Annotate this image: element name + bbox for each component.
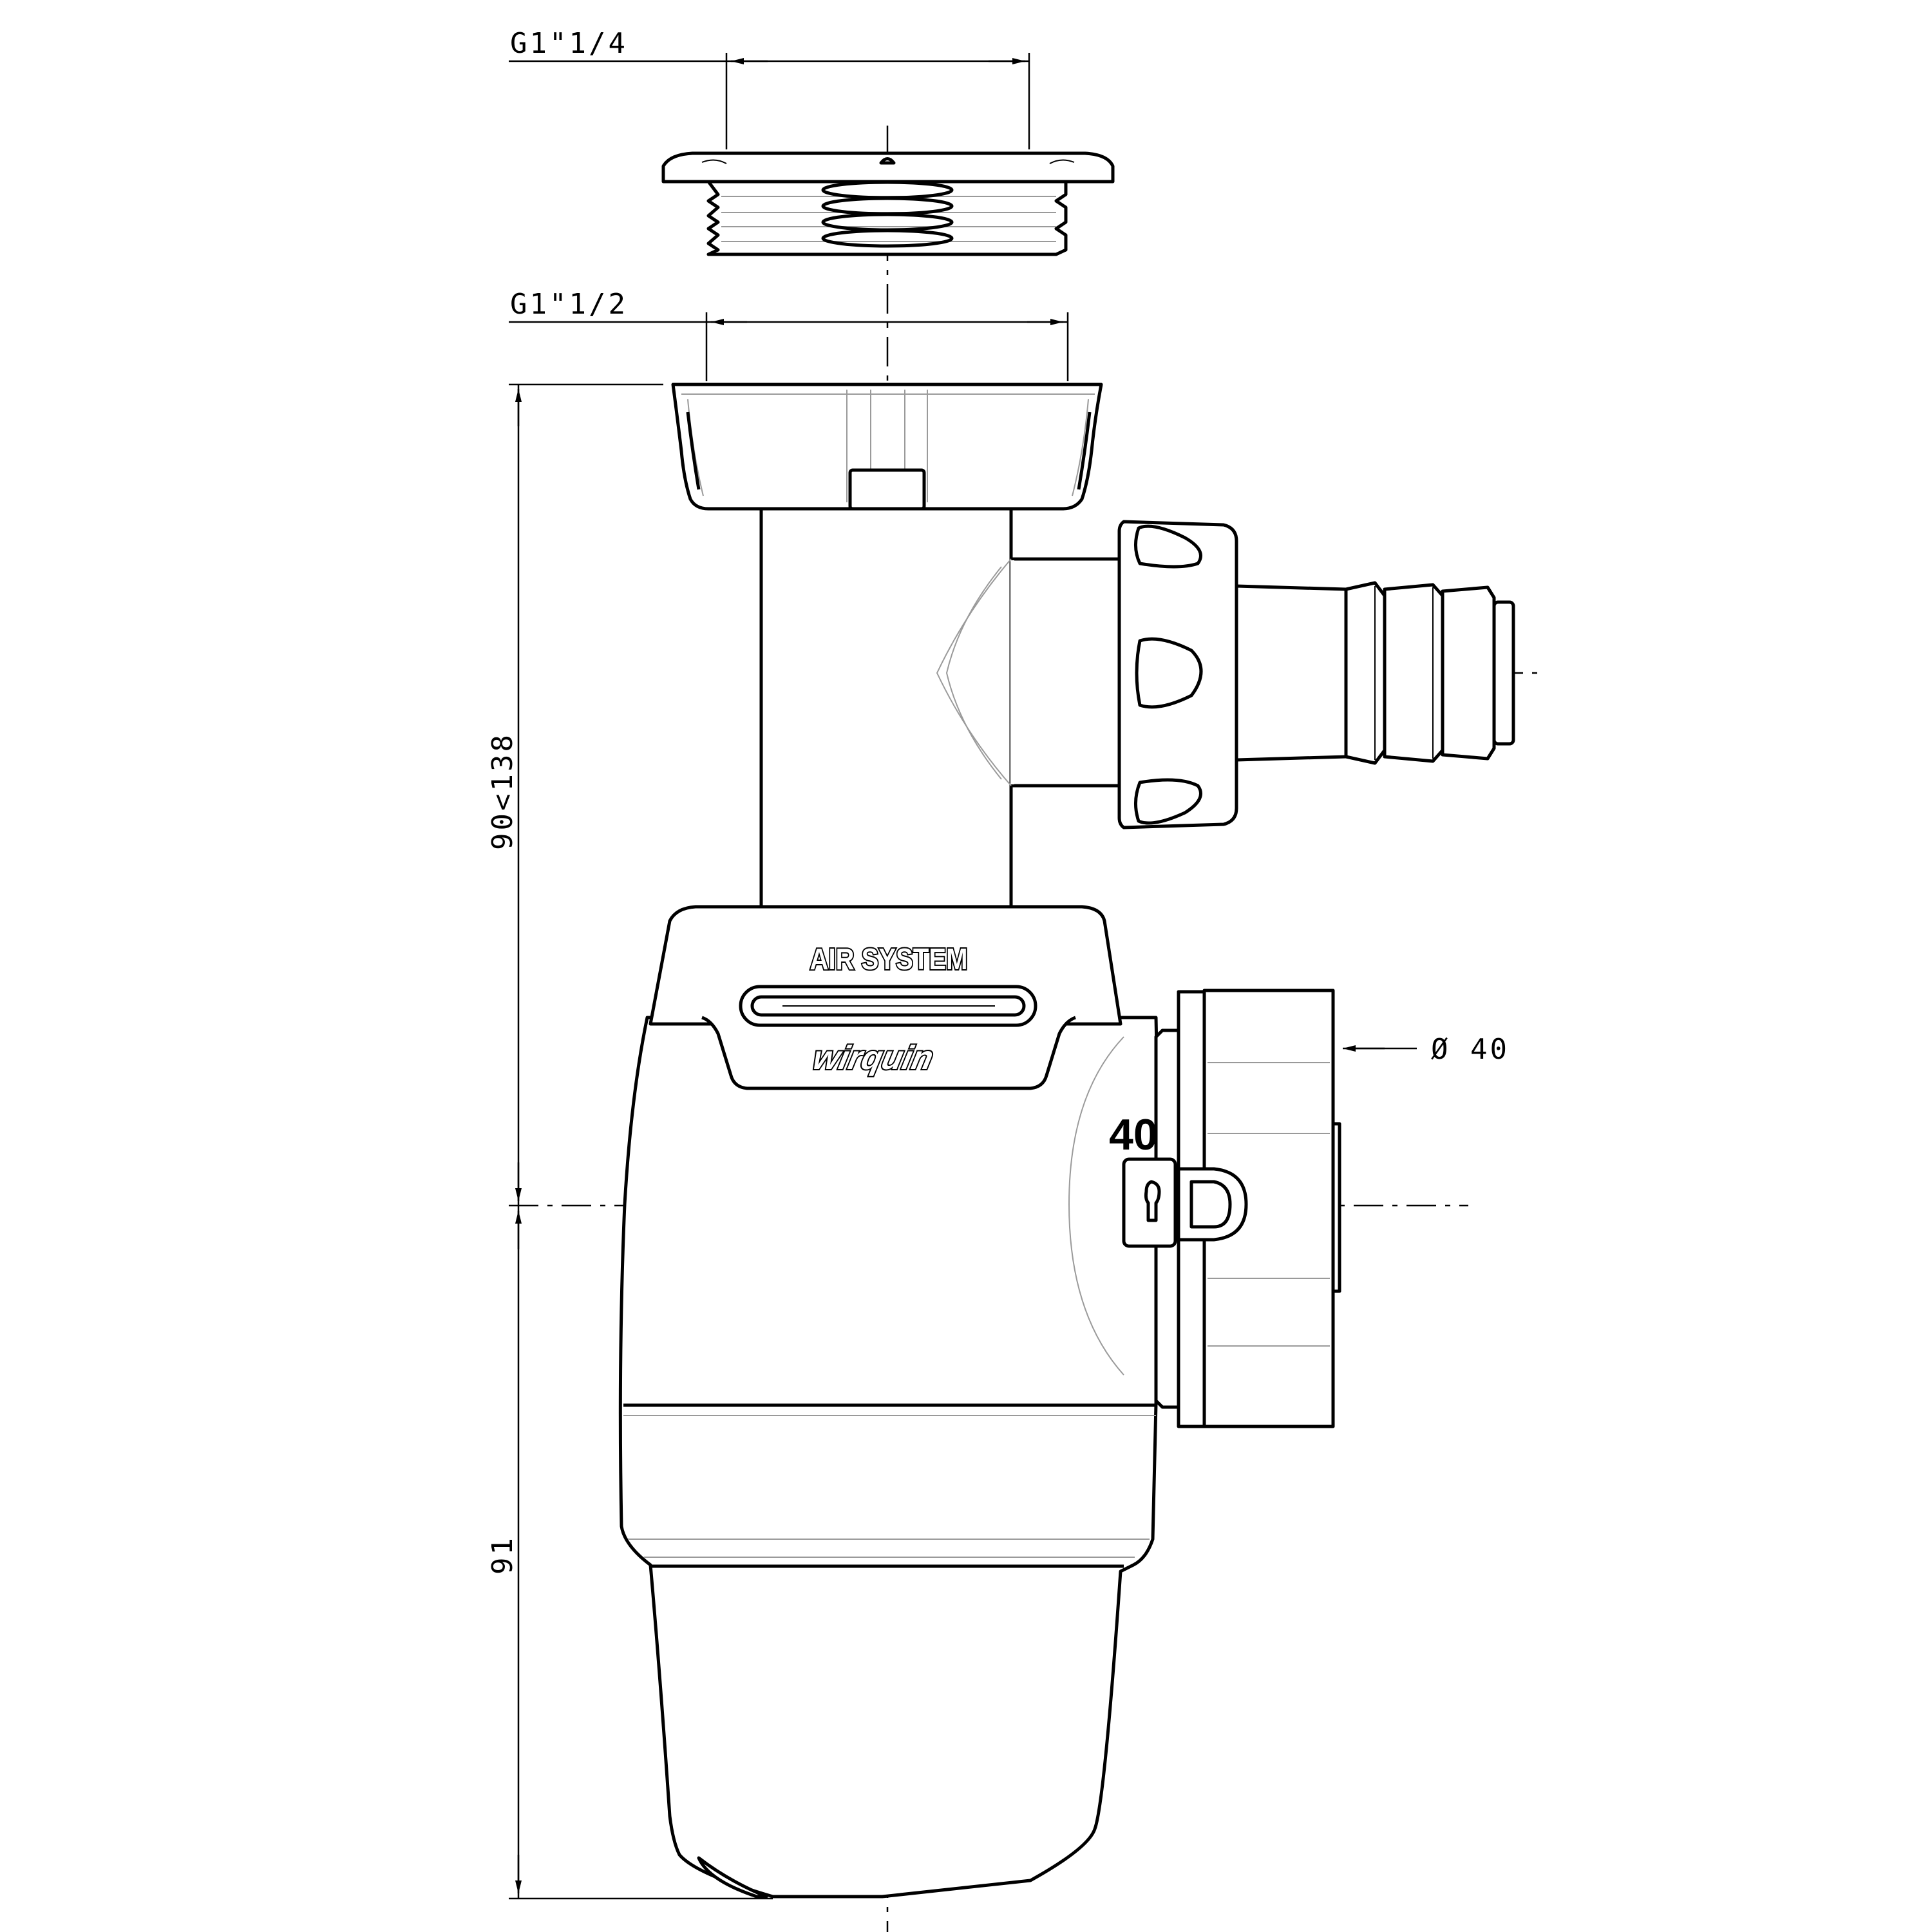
vertical-tube [759, 507, 1126, 910]
threaded-plug [661, 151, 1115, 256]
dimension-top-thread: G1"1/4 [509, 27, 1030, 149]
side-inlet [1117, 520, 1515, 829]
lower-height-label: 91 [486, 1535, 519, 1575]
nut-thread-label: G1"1/2 [510, 288, 628, 321]
siphon-body: AIR SYSTEM wirquin [618, 905, 1159, 1899]
brand-logo-text: wirquin [810, 1039, 936, 1077]
size-marking: 40 [1109, 1110, 1158, 1159]
dimension-nut-thread: G1"1/2 [509, 288, 1069, 381]
dimension-height-range: 90<138 [486, 383, 663, 1206]
outlet-diameter-label: Ø 40 [1431, 1033, 1510, 1066]
nut [671, 383, 1103, 511]
dimension-outlet-diameter: Ø 40 [1343, 1033, 1510, 1066]
height-range-label: 90<138 [486, 732, 519, 850]
dimension-lower-height: 91 [486, 1206, 773, 1900]
top-thread-label: G1"1/4 [510, 27, 628, 60]
side-outlet: 40 [1068, 989, 1341, 1428]
air-system-label: AIR SYSTEM [810, 942, 968, 976]
